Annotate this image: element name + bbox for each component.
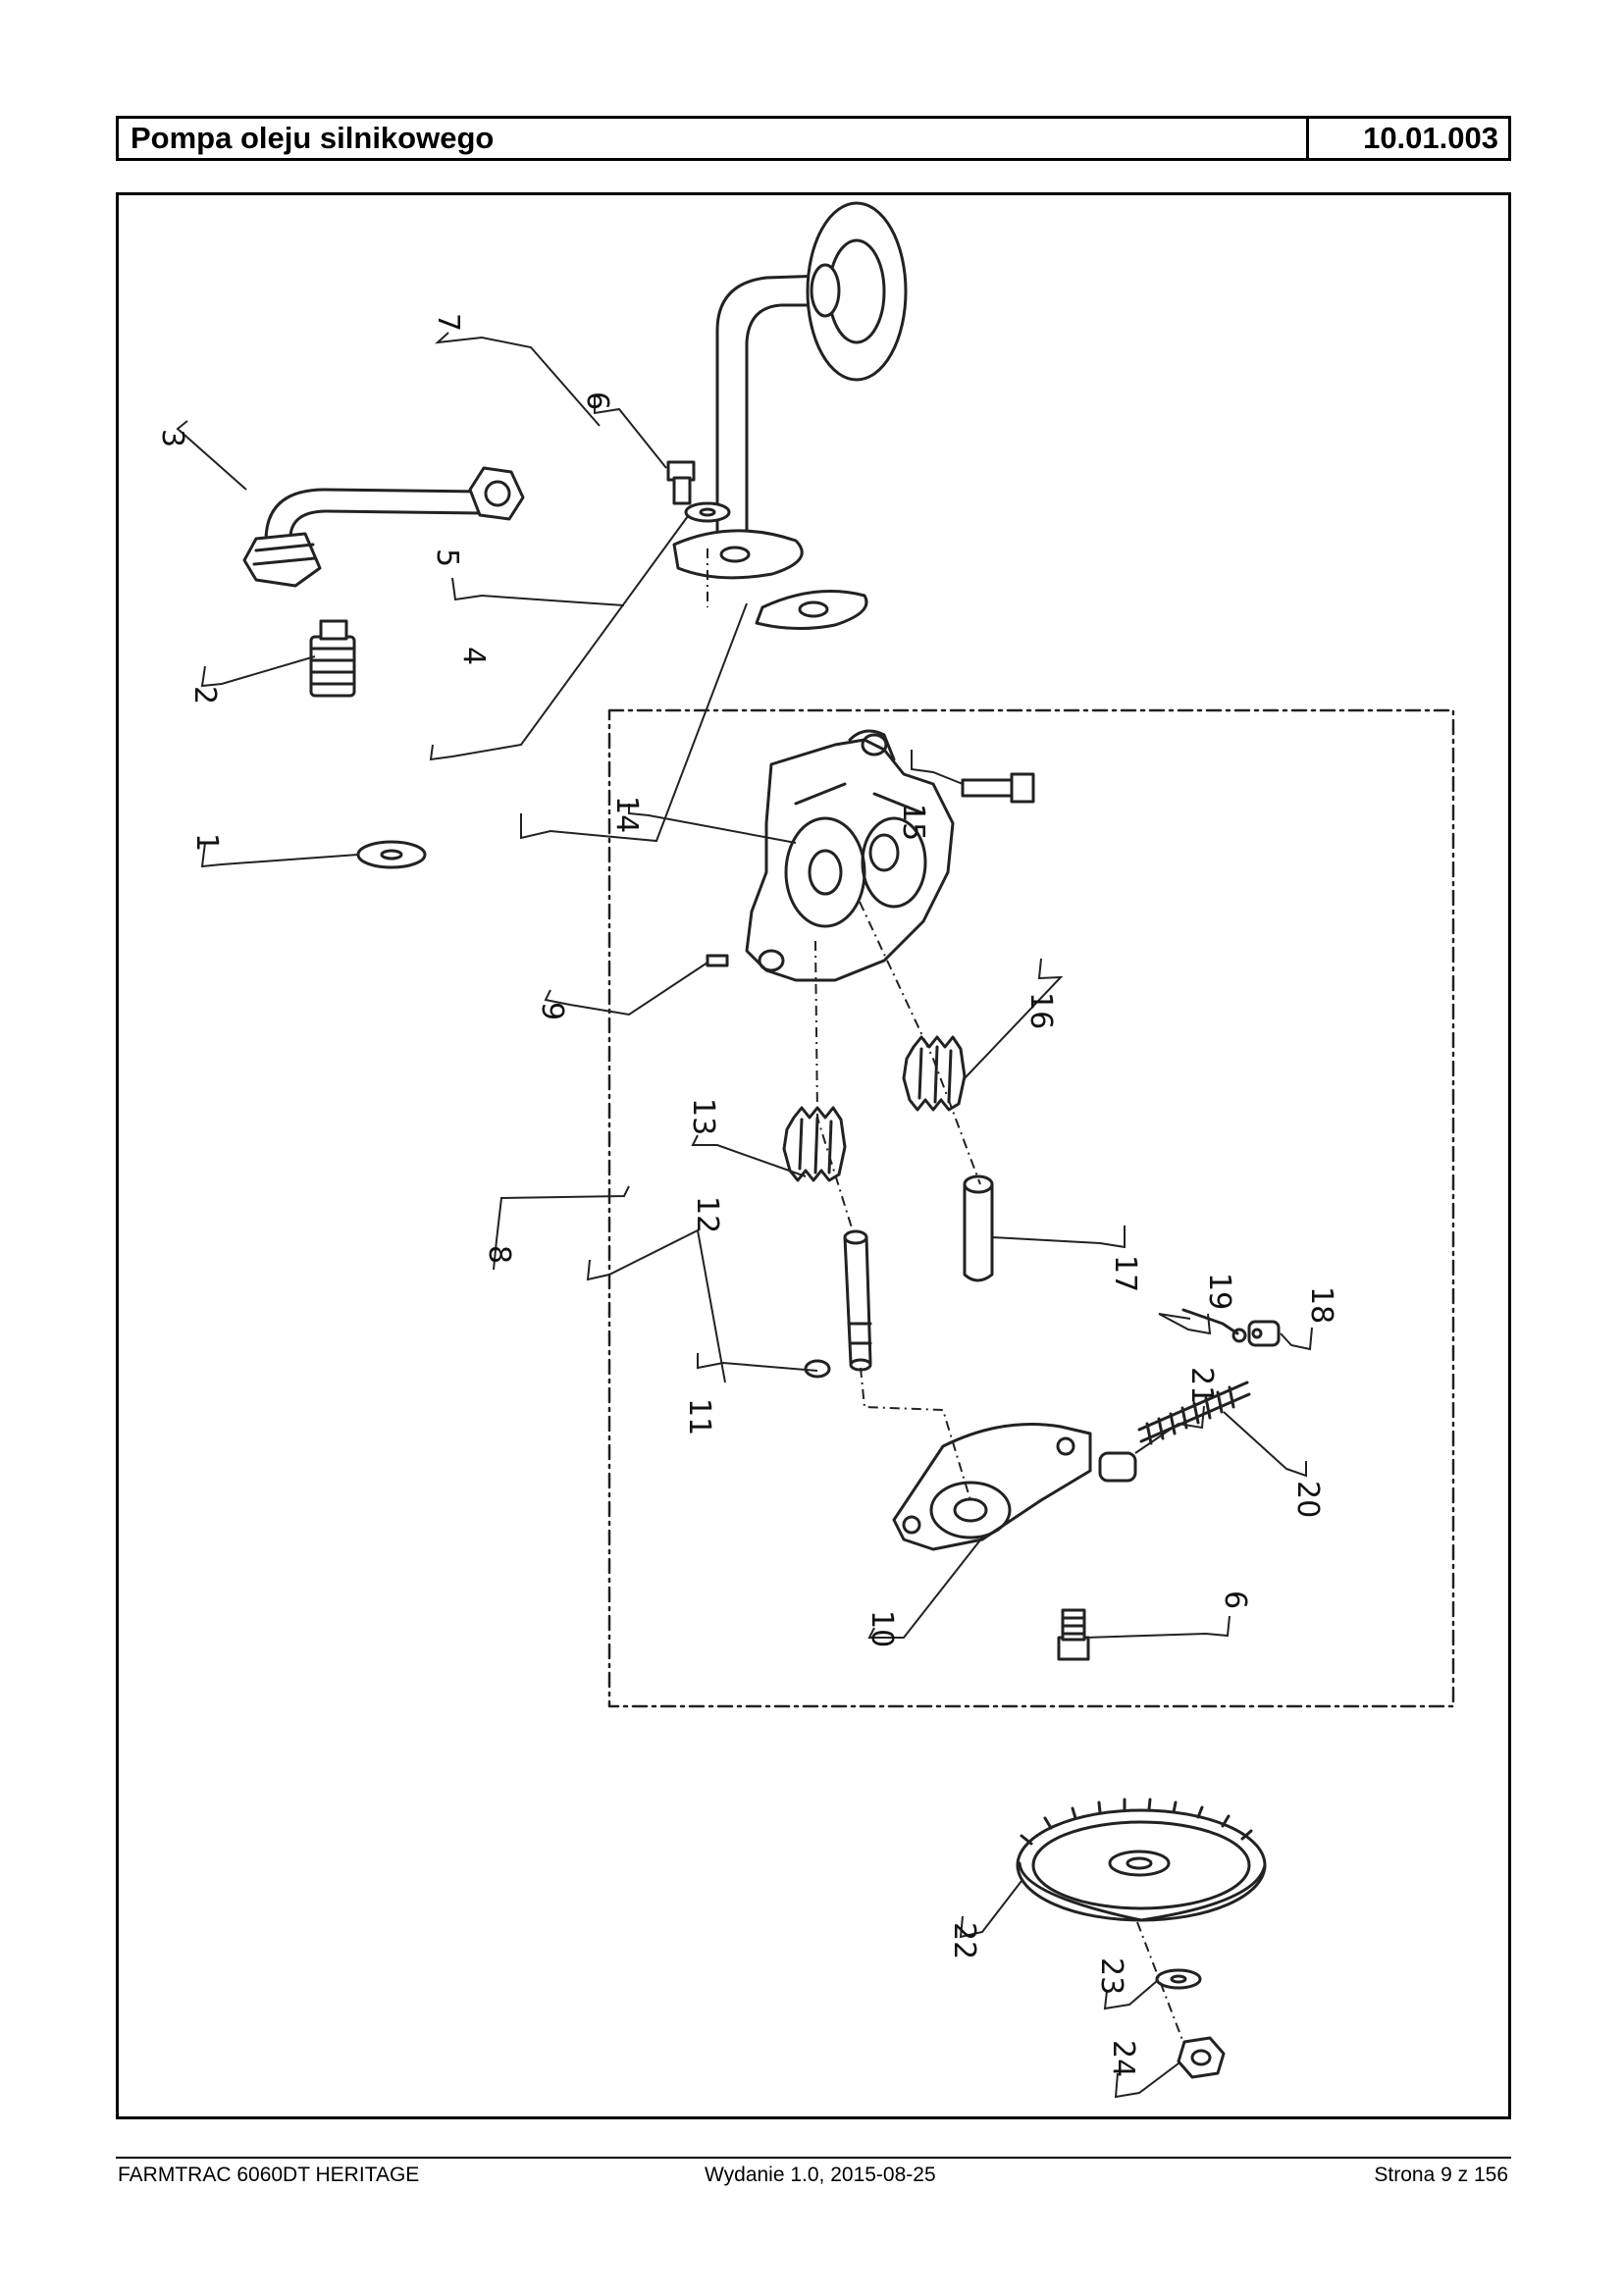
callout-13: 13 xyxy=(686,1098,720,1135)
callout-8: 8 xyxy=(482,1245,516,1264)
callout-21: 21 xyxy=(1184,1367,1219,1404)
part-1-washer xyxy=(356,840,427,869)
part-19-split-pin xyxy=(1181,1308,1247,1343)
callout-15: 15 xyxy=(896,804,930,841)
part-16-gear xyxy=(902,1035,967,1112)
footer-divider xyxy=(116,2157,1511,2159)
part-20-spring xyxy=(1137,1381,1251,1445)
callout-1: 1 xyxy=(189,833,224,852)
callout-11: 11 xyxy=(682,1398,716,1435)
part-22-gear-wheel xyxy=(1016,1798,1267,1922)
footer-page-number: Strona 9 z 156 xyxy=(1374,2164,1508,2186)
part-18-plug xyxy=(1247,1320,1281,1347)
subassembly-box xyxy=(607,708,1455,1708)
callout-18: 18 xyxy=(1304,1286,1338,1324)
callout-17: 17 xyxy=(1108,1255,1142,1292)
part-9-pin xyxy=(706,954,729,967)
callout-7: 7 xyxy=(431,313,465,332)
callout-20: 20 xyxy=(1290,1481,1325,1518)
part-15-bolt xyxy=(961,772,1035,804)
part-13-gear xyxy=(782,1106,847,1182)
callout-6-top: 6 xyxy=(580,391,614,410)
diagram-drawing: 3 2 1 7 6 5 4 14 15 9 16 13 17 12 19 18 … xyxy=(155,201,1455,2099)
part-24-nut xyxy=(1177,2036,1226,2079)
callout-5: 5 xyxy=(430,548,464,567)
part-7-strainer-pipe xyxy=(672,201,908,580)
callout-23: 23 xyxy=(1094,1957,1128,1995)
callout-19: 19 xyxy=(1202,1273,1236,1310)
callout-12: 12 xyxy=(690,1196,724,1233)
part-6-bolt-top xyxy=(666,460,696,505)
callout-10: 10 xyxy=(864,1610,899,1647)
part-14-pump-body xyxy=(745,729,955,982)
footer-model: FARMTRAC 6060DT HERITAGE xyxy=(118,2164,420,2186)
exploded-parts-diagram: 3 2 1 7 6 5 4 14 15 9 16 13 17 12 19 18 … xyxy=(116,192,1511,2119)
page-header: Pompa oleju silnikowego 10.01.003 xyxy=(116,116,1511,161)
part-10-pump-cover xyxy=(892,1423,1092,1551)
part-6-bolt-bottom xyxy=(1057,1608,1090,1661)
callout-14: 14 xyxy=(609,796,644,833)
part-12-shaft xyxy=(843,1229,872,1372)
callout-2: 2 xyxy=(187,686,222,704)
part-5-washer xyxy=(684,501,731,523)
footer-edition: Wydanie 1.0, 2015-08-25 xyxy=(705,2164,936,2186)
part-21-plunger xyxy=(1098,1451,1137,1483)
callout-6-bottom: 6 xyxy=(1218,1591,1252,1609)
section-code: 10.01.003 xyxy=(1306,119,1508,158)
callout-24: 24 xyxy=(1106,2040,1140,2077)
part-2-union xyxy=(309,619,356,698)
callout-16: 16 xyxy=(1023,992,1058,1029)
part-23-washer xyxy=(1155,1968,1202,1990)
page-title: Pompa oleju silnikowego xyxy=(131,121,495,155)
callout-22: 22 xyxy=(947,1922,981,1959)
part-3-pipe xyxy=(242,466,525,588)
part-17-sleeve xyxy=(963,1174,994,1282)
part-4-gasket xyxy=(755,590,868,631)
callout-3: 3 xyxy=(155,429,189,447)
callout-4: 4 xyxy=(456,647,491,665)
part-11-pin xyxy=(804,1359,831,1379)
callout-9: 9 xyxy=(535,1002,569,1020)
